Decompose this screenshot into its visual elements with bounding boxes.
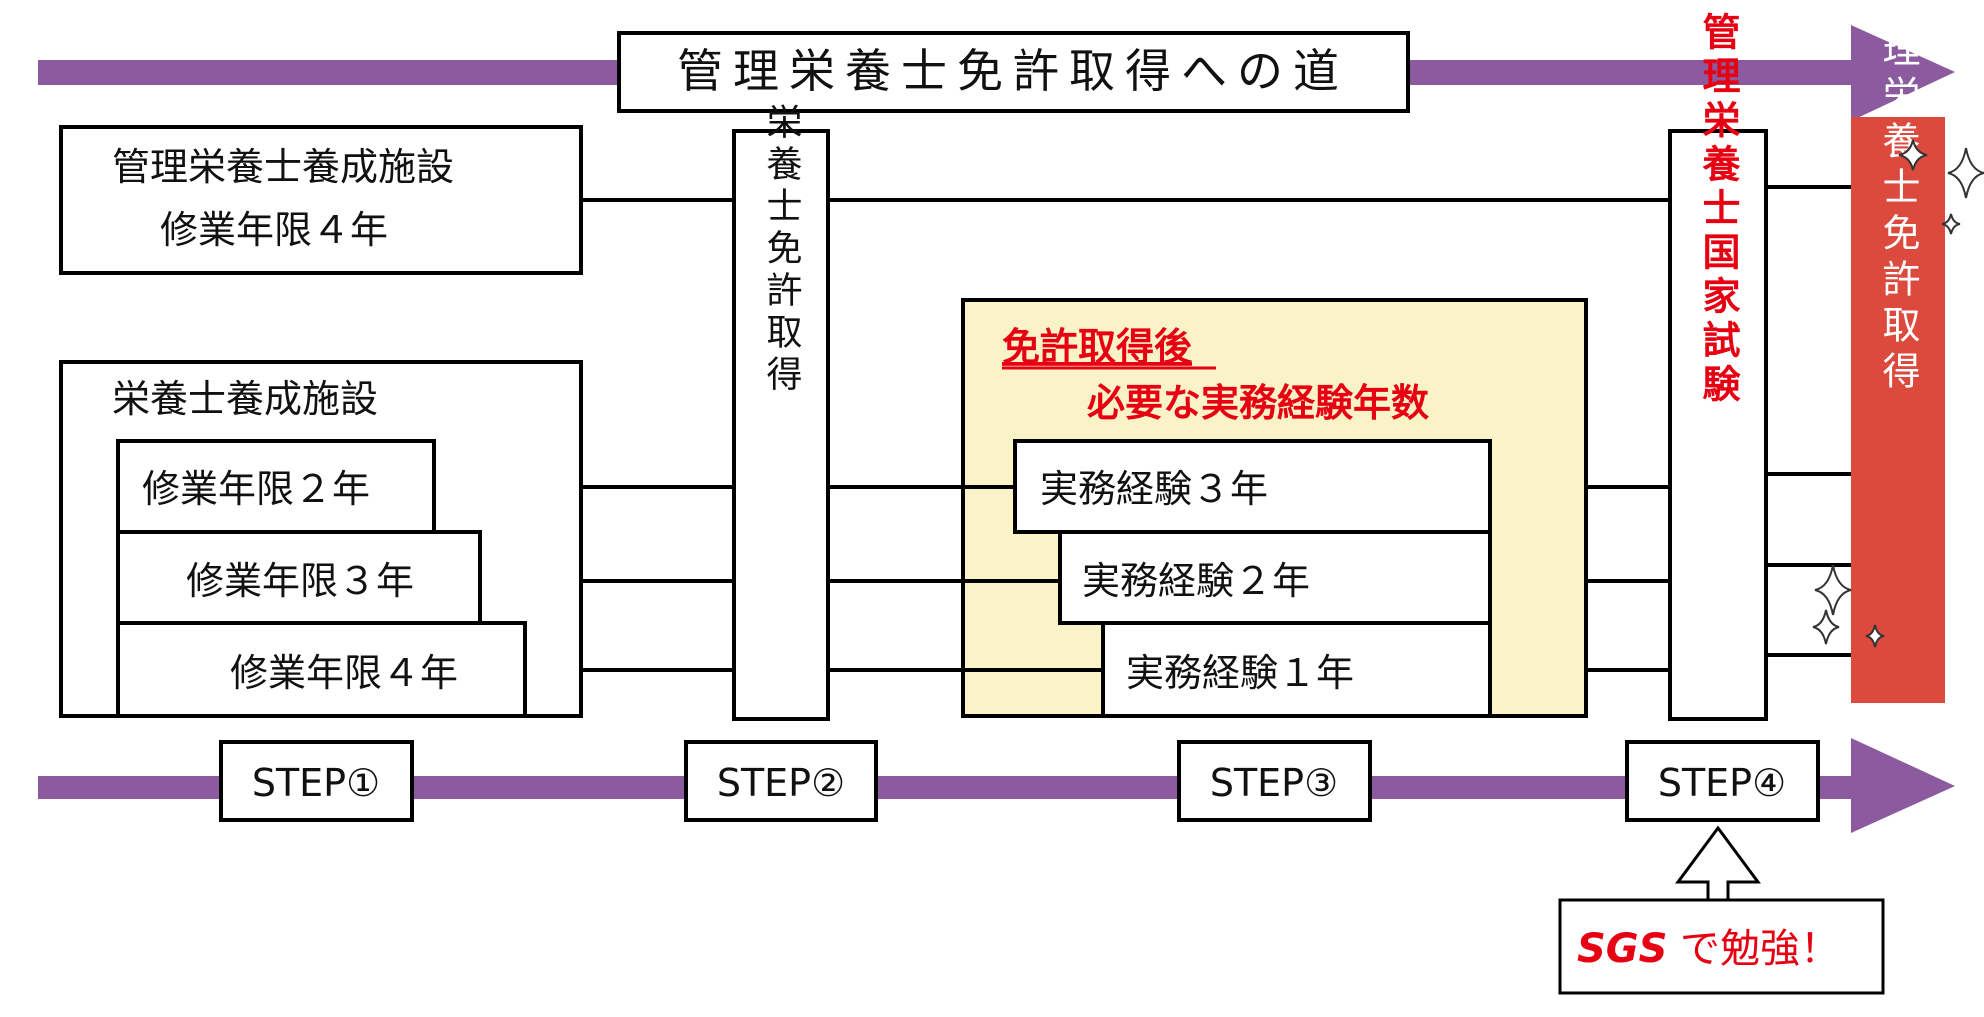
exam-label: 管理栄養士国家試験 [1696, 12, 1740, 408]
eiyo-school-box: 栄養士養成施設 修業年限２年 修業年限３年 修業年限４年 [59, 360, 583, 718]
term-box-2 [116, 439, 436, 534]
exam-box: 管理栄養士国家試験 [1668, 12, 1768, 721]
step-label: STEP③ [1210, 761, 1338, 805]
experience-label: 実務経験２年 [1082, 559, 1310, 603]
experience-heading-2: 必要な実務経験年数 [1087, 381, 1429, 425]
bottom-arrow [38, 738, 1955, 833]
experience-box-1 [1101, 621, 1492, 718]
title-box: 管理栄養士免許取得への道 [617, 31, 1410, 113]
license-box: 栄養士免許取得 [732, 103, 830, 721]
goal-label: 管理栄養士免許取得 [1876, 0, 1920, 397]
kanri-school-term: 修業年限４年 [160, 208, 388, 252]
experience-label: 実務経験１年 [1126, 651, 1354, 695]
term-label: 修業年限２年 [142, 467, 370, 511]
experience-box: 免許取得後 必要な実務経験年数 実務経験３年 実務経験２年 実務経験１年 [961, 298, 1588, 718]
step-label: STEP① [252, 761, 380, 805]
sgs-logo: SGS [1577, 926, 1667, 972]
sparkle-icon [1812, 139, 1984, 648]
up-arrow-icon [1675, 825, 1761, 902]
arrowhead-icon [1851, 738, 1955, 833]
term-label: 修業年限３年 [186, 559, 414, 603]
goal-box: 管理栄養士免許取得 [1812, 0, 1984, 703]
callout-text: で勉強！ [1680, 926, 1840, 972]
step-label: STEP② [717, 761, 845, 805]
step-label: STEP④ [1658, 761, 1786, 805]
step-1: STEP① [219, 740, 414, 822]
arrowhead-icon [1851, 25, 1955, 121]
experience-label: 実務経験３年 [1040, 467, 1268, 511]
page-title: 管理栄養士免許取得への道 [677, 44, 1349, 98]
experience-heading-1: 免許取得後 [1002, 325, 1193, 369]
step-4: STEP④ [1625, 740, 1820, 822]
term-box-4 [116, 621, 527, 718]
kanri-school-name: 管理栄養士養成施設 [112, 145, 454, 189]
step-2: STEP② [684, 740, 878, 822]
kanri-school-box: 管理栄養士養成施設 修業年限４年 [59, 125, 583, 275]
experience-box-2 [1058, 530, 1492, 625]
term-label: 修業年限４年 [230, 651, 458, 695]
experience-box-3 [1013, 439, 1492, 534]
callout: SGS で勉強！ [1558, 825, 1885, 995]
license-label: 栄養士免許取得 [761, 103, 803, 397]
step-3: STEP③ [1177, 740, 1372, 822]
eiyo-school-name: 栄養士養成施設 [112, 377, 378, 421]
